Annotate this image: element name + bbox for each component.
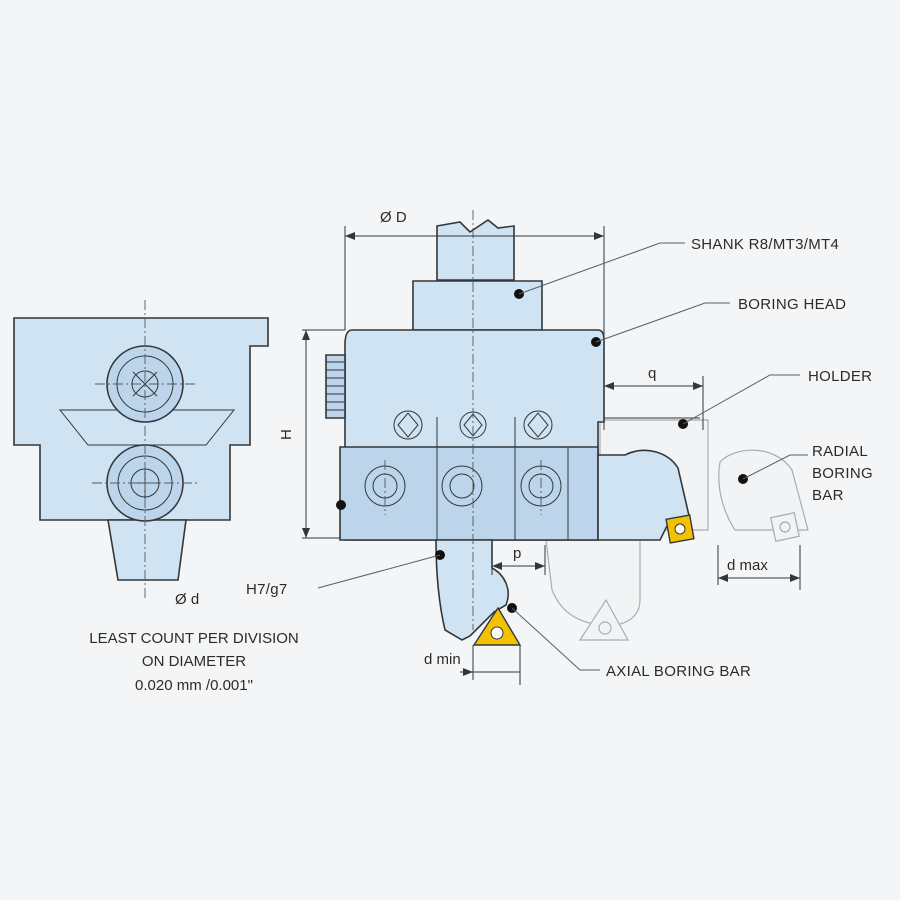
note-line-2: ON DIAMETER (142, 653, 246, 670)
ghost-radial-bar (718, 449, 809, 531)
radial-label-2: BORING (812, 465, 873, 482)
fit-label: H7/g7 (246, 581, 288, 598)
outer-dia-label: Ø D (380, 209, 407, 226)
radial-label-3: BAR (812, 487, 844, 504)
boring-head-assembly (325, 210, 695, 646)
ghost-axial-insert (578, 598, 630, 641)
bore-dia-label: Ø d (175, 591, 199, 608)
note-line-3: 0.020 mm /0.001" (135, 677, 253, 694)
boring-head-label: BORING HEAD (738, 296, 846, 313)
note-line-1: LEAST COUNT PER DIVISION (89, 630, 299, 647)
height-label: H (278, 429, 295, 440)
dimensions: Ø D H q p d max d min (278, 209, 801, 685)
d-min-label: d min (424, 651, 461, 668)
callouts: SHANK R8/MT3/MT4 BORING HEAD HOLDER RADI… (246, 236, 873, 680)
shank-top (436, 219, 515, 281)
q-label: q (648, 365, 656, 382)
dovetail-slot (58, 409, 236, 446)
side-view: Ø d (13, 300, 269, 608)
ghost-axial-bar (545, 539, 641, 627)
d-max-label: d max (727, 557, 768, 574)
shank-collar (412, 280, 543, 331)
holder-label: HOLDER (808, 368, 872, 385)
shank-label: SHANK R8/MT3/MT4 (691, 236, 839, 253)
side-view-bar (107, 519, 187, 581)
axial-label: AXIAL BORING BAR (606, 663, 751, 680)
radial-label-1: RADIAL (812, 443, 868, 460)
axial-boring-bar (435, 539, 509, 641)
p-label: p (513, 545, 521, 562)
